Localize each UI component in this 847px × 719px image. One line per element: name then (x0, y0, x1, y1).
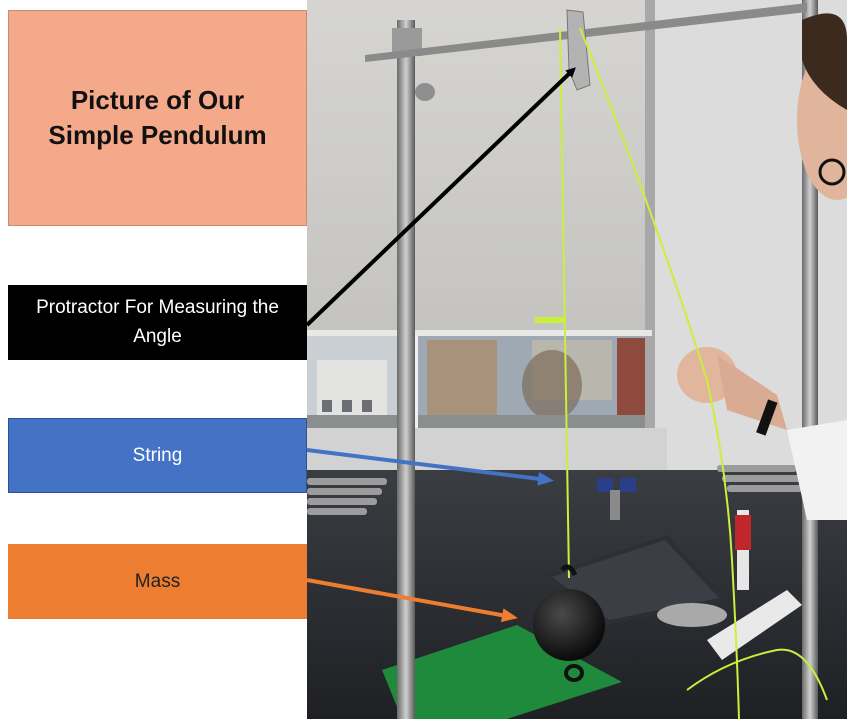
hair (802, 13, 847, 110)
building-window-3 (362, 400, 372, 412)
glasses (818, 158, 846, 186)
dish (657, 603, 727, 627)
sleeve (787, 420, 847, 520)
mass-label-box: Mass (8, 544, 307, 619)
window-top-frame (307, 330, 652, 336)
bob-bottom-ring (564, 664, 584, 682)
stand-base (707, 590, 802, 660)
pendulum-photo-drawing (307, 0, 847, 719)
protractor-label: Protractor For Measuring the Angle (36, 297, 279, 347)
mass-label: Mass (134, 570, 181, 592)
string-marker (535, 317, 565, 323)
green-mat (382, 625, 622, 719)
horizontal-rod (365, 3, 807, 62)
page-title: Picture of Our Simple Pendulum (48, 84, 267, 150)
building-middle (427, 340, 497, 420)
protractor-label-box: Protractor For Measuring the Angle (8, 285, 307, 360)
tree (522, 350, 582, 420)
window-sill (307, 428, 667, 470)
clamp-red (735, 515, 751, 550)
building-window-1 (322, 400, 332, 412)
street (307, 415, 645, 430)
building-window-2 (342, 400, 352, 412)
clamp-knob (415, 83, 435, 101)
pendulum-mass (533, 589, 605, 661)
title-box: Picture of Our Simple Pendulum (8, 10, 307, 226)
gas-valves (597, 478, 636, 520)
wall-edge (645, 0, 655, 470)
string-label: String (132, 444, 183, 466)
string-label-box: String (8, 418, 307, 493)
pendulum-photo (307, 0, 847, 719)
left-stand-pole (397, 20, 415, 719)
bob-hook (560, 564, 578, 577)
window-shade (307, 0, 652, 335)
wristband (756, 399, 778, 436)
